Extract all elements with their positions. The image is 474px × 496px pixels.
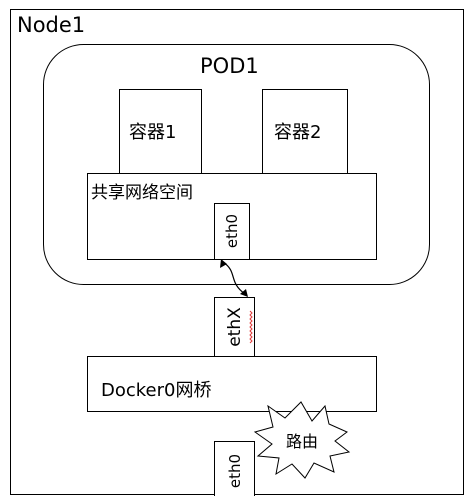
router-starburst bbox=[253, 401, 351, 479]
pod-label: POD1 bbox=[200, 54, 259, 78]
host-eth0-label: eth0 bbox=[226, 453, 244, 489]
container-1-label: 容器1 bbox=[129, 122, 177, 143]
shared-netns-label: 共享网络空间 bbox=[91, 183, 193, 203]
docker0-bridge-box bbox=[87, 356, 377, 412]
container-1-box bbox=[119, 89, 202, 174]
ethx-label: ethX bbox=[225, 307, 245, 347]
pod-eth0-label: eth0 bbox=[223, 213, 241, 249]
ethx-box bbox=[214, 297, 255, 357]
spellcheck-underline bbox=[249, 310, 253, 344]
container-2-label: 容器2 bbox=[274, 122, 322, 143]
pod-eth0-box bbox=[214, 203, 250, 260]
host-eth0-box bbox=[214, 441, 255, 496]
router-label: 路由 bbox=[286, 432, 319, 451]
veth-pair-connector bbox=[220, 259, 248, 297]
bridge-label: Docker0网桥 bbox=[101, 380, 212, 401]
node-label: Node1 bbox=[17, 13, 86, 37]
